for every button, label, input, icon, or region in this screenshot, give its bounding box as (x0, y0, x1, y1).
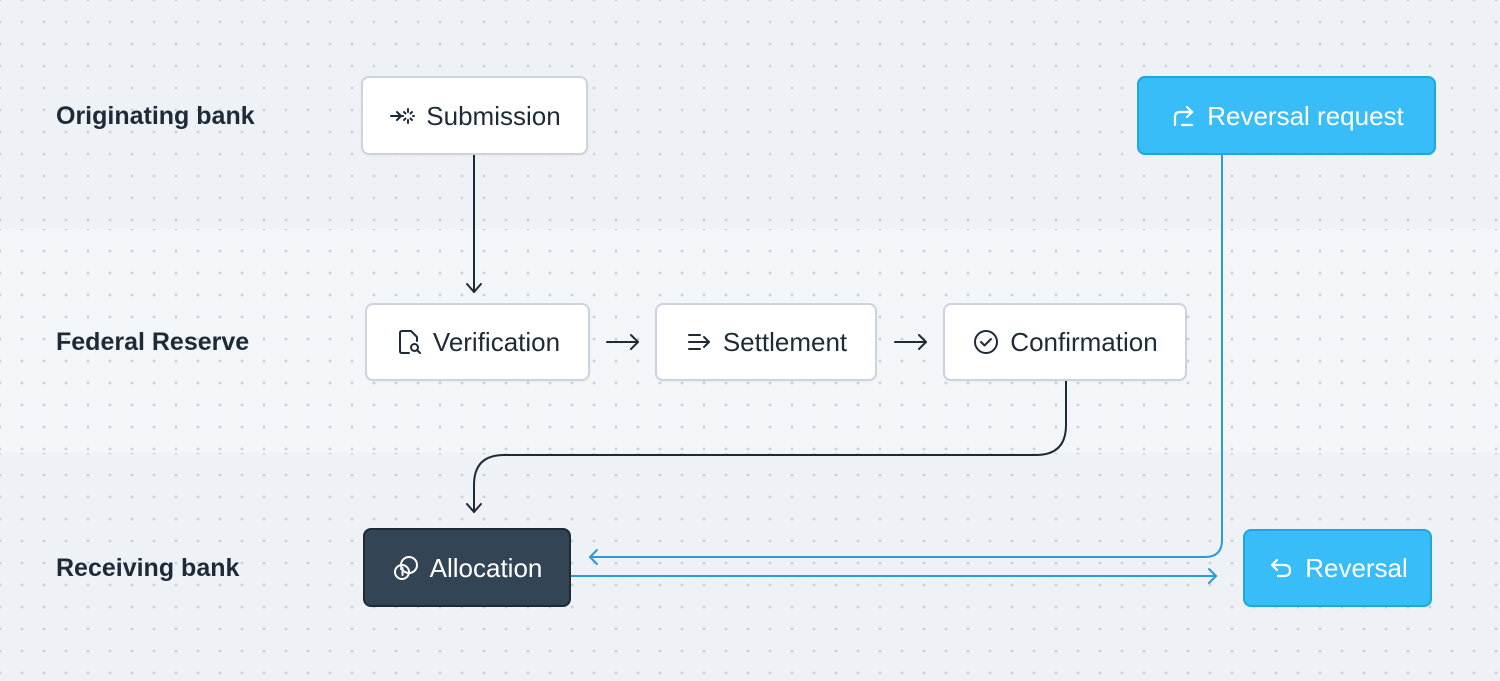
node-label: Reversal request (1207, 100, 1404, 131)
node-verification[interactable]: Verification (365, 303, 590, 381)
lane-label-federal-reserve: Federal Reserve (56, 328, 250, 356)
node-allocation[interactable]: Allocation (363, 528, 571, 607)
node-label: Reversal (1305, 553, 1408, 583)
node-confirmation[interactable]: Confirmation (943, 303, 1187, 381)
lane-label-originating-bank: Originating bank (56, 102, 255, 130)
lane-label-receiving-bank: Receiving bank (56, 554, 240, 582)
connector-confirmation-allocation (473, 380, 1067, 513)
coins-icon (392, 554, 420, 582)
transfer-arrows-icon (685, 328, 713, 356)
node-label: Settlement (722, 327, 848, 357)
sparkle-arrow-icon (388, 102, 416, 130)
node-settlement[interactable]: Settlement (655, 303, 877, 381)
lane-federal-reserve (0, 229, 1500, 453)
node-label: Verification (432, 327, 561, 357)
node-label: Confirmation (1010, 327, 1158, 357)
connector-reversal-request-allocation (589, 154, 1223, 558)
check-circle-icon (972, 328, 1000, 356)
node-label: Allocation (429, 552, 543, 583)
node-submission[interactable]: Submission (361, 76, 588, 155)
document-search-icon (395, 328, 423, 356)
node-reversal[interactable]: Reversal (1243, 529, 1432, 607)
node-reversal-request[interactable]: Reversal request (1137, 76, 1436, 155)
redo-arrow-icon (1169, 102, 1197, 130)
node-label: Submission (426, 100, 561, 131)
undo-arrow-icon (1267, 554, 1295, 582)
